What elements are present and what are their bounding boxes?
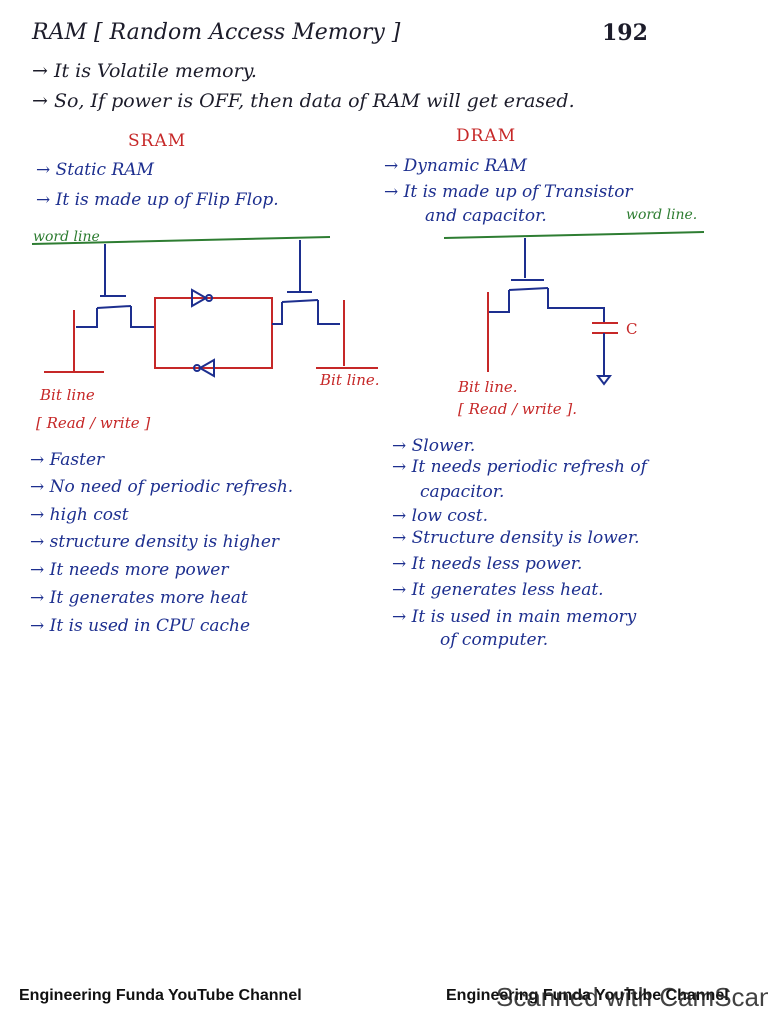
- scanner-watermark: Scanned with CamScanner: [496, 982, 768, 1012]
- intro-line-1: → It is Volatile memory.: [32, 60, 257, 82]
- dram-word-line: [443, 231, 705, 239]
- dram-bit-line-label: Bit line.: [458, 378, 518, 396]
- dram-read-write: [ Read / write ].: [458, 400, 578, 418]
- sram-desc-2: → It is made up of Flip Flop.: [36, 190, 279, 210]
- dram-heading: DRAM: [456, 126, 517, 146]
- sram-word-line-label: word line: [33, 229, 100, 245]
- sram-heading: SRAM: [128, 131, 187, 151]
- dram-point-5: → It needs less power.: [392, 554, 583, 574]
- intro-line-2: → So, If power is OFF, then data of RAM …: [32, 90, 575, 112]
- dram-point-2: → It needs periodic refresh of: [392, 457, 647, 477]
- sram-point-1: → Faster: [30, 450, 105, 470]
- capacitor-label: C: [626, 320, 638, 338]
- dram-point-1: → Slower.: [392, 436, 476, 456]
- dram-desc-2: → It is made up of Transistor: [384, 182, 633, 202]
- page-number: 192: [602, 20, 648, 46]
- dram-point-6: → It generates less heat.: [392, 580, 604, 600]
- dram-point-3: → low cost.: [392, 506, 488, 526]
- sram-point-4: → structure density is higher: [30, 532, 280, 552]
- dram-point-7-cont: of computer.: [440, 630, 549, 650]
- ground-icon: [596, 375, 612, 386]
- sram-point-6: → It generates more heat: [30, 588, 248, 608]
- dram-desc-3: and capacitor.: [425, 206, 547, 226]
- footer-channel-right: Engineering Funda YouTube Channel: [446, 987, 729, 1004]
- sram-read-write: [ Read / write ]: [36, 414, 151, 432]
- sram-desc-1: → Static RAM: [36, 160, 154, 180]
- inverter-top-icon: [191, 288, 209, 308]
- sram-point-7: → It is used in CPU cache: [30, 616, 251, 636]
- dram-point-4: → Structure density is lower.: [392, 528, 640, 548]
- flip-flop-loop: [154, 297, 273, 369]
- inverter-bottom-icon: [197, 358, 215, 378]
- dram-desc-1: → Dynamic RAM: [384, 156, 527, 176]
- footer-channel-left: Engineering Funda YouTube Channel: [19, 987, 302, 1004]
- sram-bit-line-right-label: Bit line.: [320, 371, 380, 389]
- sram-bit-line-label: Bit line: [40, 386, 95, 404]
- page-title: RAM [ Random Access Memory ]: [32, 20, 401, 45]
- dram-word-line-label: word line.: [626, 207, 698, 223]
- dram-point-7: → It is used in main memory: [392, 607, 637, 627]
- dram-point-2-cont: capacitor.: [420, 482, 505, 502]
- sram-point-5: → It needs more power: [30, 560, 229, 580]
- sram-point-2: → No need of periodic refresh.: [30, 477, 294, 497]
- sram-point-3: → high cost: [30, 505, 129, 525]
- sram-word-line: [31, 236, 331, 245]
